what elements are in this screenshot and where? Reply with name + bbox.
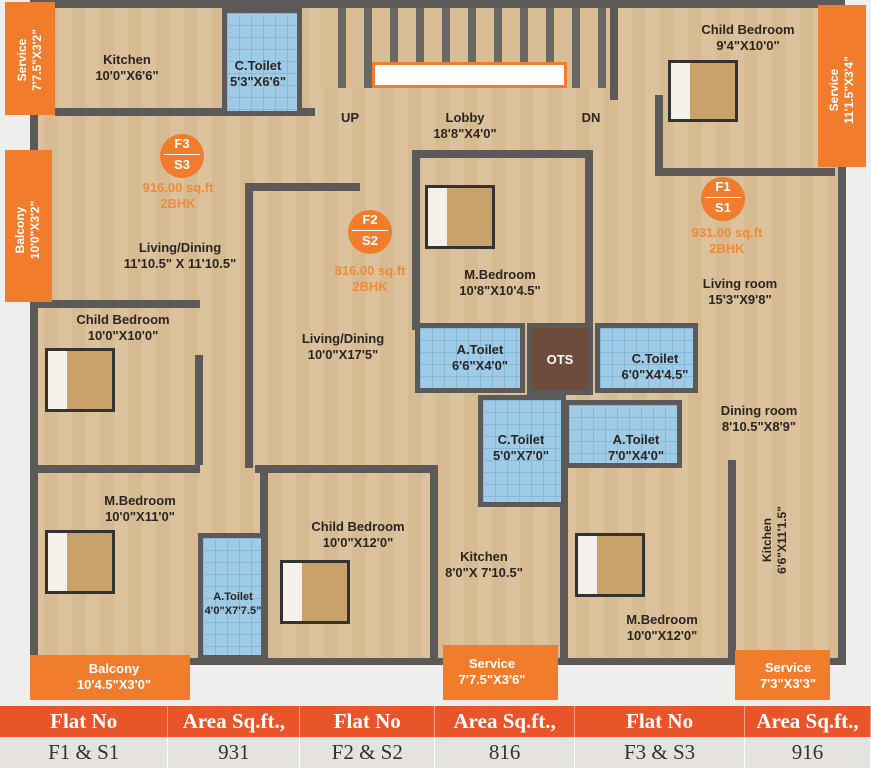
toilet-tiles	[478, 395, 566, 507]
toilet-tiles	[198, 533, 266, 660]
wall	[430, 465, 438, 665]
header-cell: Flat No	[0, 706, 169, 737]
wall	[195, 355, 203, 465]
bed-icon	[45, 348, 115, 412]
wall	[838, 165, 846, 665]
balcony-area	[5, 150, 52, 302]
area-table: Flat No Area Sq.ft., Flat No Area Sq.ft.…	[0, 706, 871, 768]
service-area	[5, 2, 55, 115]
table-cell: 916	[744, 737, 871, 768]
header-cell: Flat No	[574, 706, 745, 737]
wall	[245, 183, 253, 468]
wall	[585, 150, 593, 330]
table-cell: F1 & S1	[0, 737, 169, 768]
table-cell: 816	[434, 737, 576, 768]
balcony-area	[30, 655, 190, 700]
bed-icon	[575, 533, 645, 597]
wall	[655, 95, 663, 175]
bed-icon	[280, 560, 350, 624]
bed-icon	[425, 185, 495, 249]
service-area	[818, 5, 866, 167]
wall	[655, 168, 835, 176]
wall	[245, 183, 360, 191]
wall	[30, 115, 38, 665]
header-cell: Area Sq.ft.,	[434, 706, 576, 737]
wall	[30, 0, 845, 8]
table-cell: F3 & S3	[574, 737, 745, 768]
header-cell: Area Sq.ft.,	[167, 706, 301, 737]
bed-icon	[668, 60, 738, 122]
toilet-tiles	[415, 323, 525, 393]
wall	[30, 300, 200, 308]
toilet-tiles	[595, 323, 698, 393]
table-row: F1 & S1 931 F2 & S2 816 F3 & S3 916	[0, 737, 871, 768]
stairs-up-label: UP	[340, 110, 360, 125]
stairs-down-label: DN	[581, 110, 601, 125]
wall	[255, 465, 435, 473]
toilet-tiles	[222, 8, 302, 116]
wall	[412, 150, 420, 330]
wall	[560, 400, 568, 665]
table-header: Flat No Area Sq.ft., Flat No Area Sq.ft.…	[0, 706, 871, 737]
service-area	[735, 650, 830, 700]
wall	[610, 5, 618, 100]
stair-well	[372, 62, 567, 88]
bed-icon	[45, 530, 115, 594]
wall	[30, 658, 845, 665]
wall	[55, 108, 315, 116]
ots-shaft: OTS	[527, 323, 593, 395]
toilet-tiles	[564, 400, 682, 468]
table-cell: 931	[167, 737, 301, 768]
wall	[30, 465, 200, 473]
wall	[412, 150, 592, 158]
wall	[728, 460, 736, 665]
header-cell: Area Sq.ft.,	[744, 706, 871, 737]
table-cell: F2 & S2	[299, 737, 436, 768]
header-cell: Flat No	[299, 706, 436, 737]
service-area	[443, 645, 558, 700]
